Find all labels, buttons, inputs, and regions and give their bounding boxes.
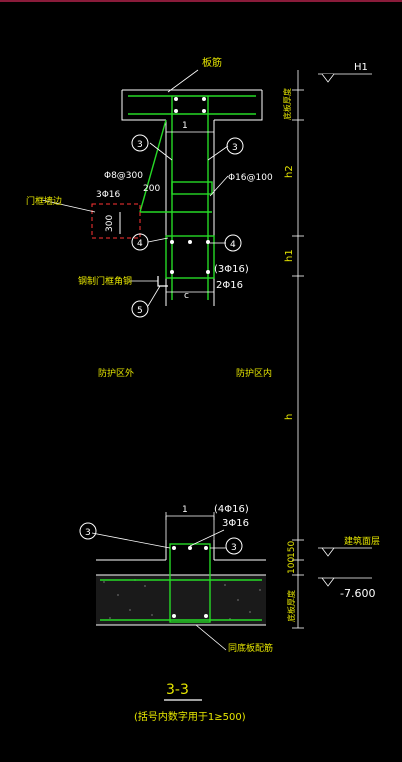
- leader-3-bottom-left: [91, 532, 171, 549]
- bar-3phi16-left: 3Φ16: [96, 190, 121, 200]
- callout-4-right: [224, 234, 242, 252]
- bar-3phi16-paren: (3Φ16): [214, 264, 249, 275]
- base-rebar-label: 同底板配筋: [228, 642, 273, 654]
- callout-3-left-bottom: [79, 522, 97, 540]
- bottom-stirrup: [169, 543, 211, 623]
- floor-thickness-bottom: 底板厚度: [286, 590, 296, 622]
- circle-3-right-top: 3: [232, 143, 238, 153]
- elevation-value: -7.600: [340, 587, 375, 600]
- leader-slab: [167, 69, 199, 93]
- circle-3-left-bottom: 3: [85, 528, 91, 538]
- dim-h: h: [284, 414, 295, 420]
- leader-3phi16-bottom: [189, 529, 225, 547]
- bar-2phi16: 2Φ16: [216, 280, 243, 291]
- leader-4-left: [147, 237, 169, 243]
- dim-1-bottom: 1: [182, 505, 188, 515]
- section-title: 3-3: [166, 682, 189, 698]
- dim-h1: h1: [284, 249, 295, 262]
- dim-1-top: 1: [182, 121, 188, 131]
- section-note: (括号内数字用于1≥500): [134, 710, 246, 723]
- floor-thickness-top: 底板厚度: [282, 88, 292, 120]
- leader-base-rebar: [195, 624, 227, 651]
- dim-200: 200: [143, 184, 160, 194]
- callout-3-right-top: [226, 137, 244, 155]
- dim-150: 150: [287, 541, 297, 558]
- leader-3-right: [207, 145, 229, 161]
- callout-3-right-bottom: [225, 537, 243, 555]
- leader-3-left: [149, 142, 173, 161]
- bar-phi16-100: Φ16@100: [228, 173, 273, 183]
- leader-5: [147, 285, 161, 307]
- dim-c: c: [184, 291, 189, 301]
- zone-inside: 防护区内: [236, 367, 272, 379]
- window-top-bar: [0, 0, 402, 2]
- circle-4-left: 4: [137, 239, 143, 249]
- leader-door: [41, 199, 96, 213]
- bar-phi8: Φ8@300: [104, 171, 143, 181]
- dim-100: 100: [287, 557, 297, 574]
- floor-hatch: [96, 575, 266, 625]
- door-frame-box: [91, 203, 141, 239]
- top-slab-label: 板筋: [202, 56, 222, 69]
- angle-steel: [157, 276, 168, 287]
- callout-4-left: [131, 233, 149, 251]
- diag-bar: [139, 119, 167, 213]
- slab-right-outline: [214, 90, 263, 121]
- upper-stirrup: [171, 181, 213, 195]
- dim-300: 300: [105, 215, 115, 232]
- circle-3-left-top: 3: [137, 140, 143, 150]
- circle-3-right-bottom: 3: [231, 543, 237, 553]
- callout-5: [131, 300, 149, 318]
- finish-label: 建筑面层: [344, 535, 380, 547]
- door-frame-label: 门框墙边: [26, 195, 62, 207]
- circle-4-right: 4: [230, 240, 236, 250]
- slab-left-outline: [121, 90, 166, 121]
- dim-h2: h2: [284, 165, 295, 178]
- circle-5: 5: [137, 306, 143, 316]
- bar-3phi16-bottom: 3Φ16: [222, 518, 249, 529]
- zone-outside: 防护区外: [98, 367, 134, 379]
- callout-3-left-top: [131, 134, 149, 152]
- h1-mark: H1: [354, 62, 368, 73]
- bar-4phi16-paren: (4Φ16): [214, 504, 249, 515]
- steel-door-label: 钢制门框角钢: [78, 275, 132, 287]
- leader-phi16: [209, 175, 229, 197]
- lintel-stirrup: [165, 235, 215, 279]
